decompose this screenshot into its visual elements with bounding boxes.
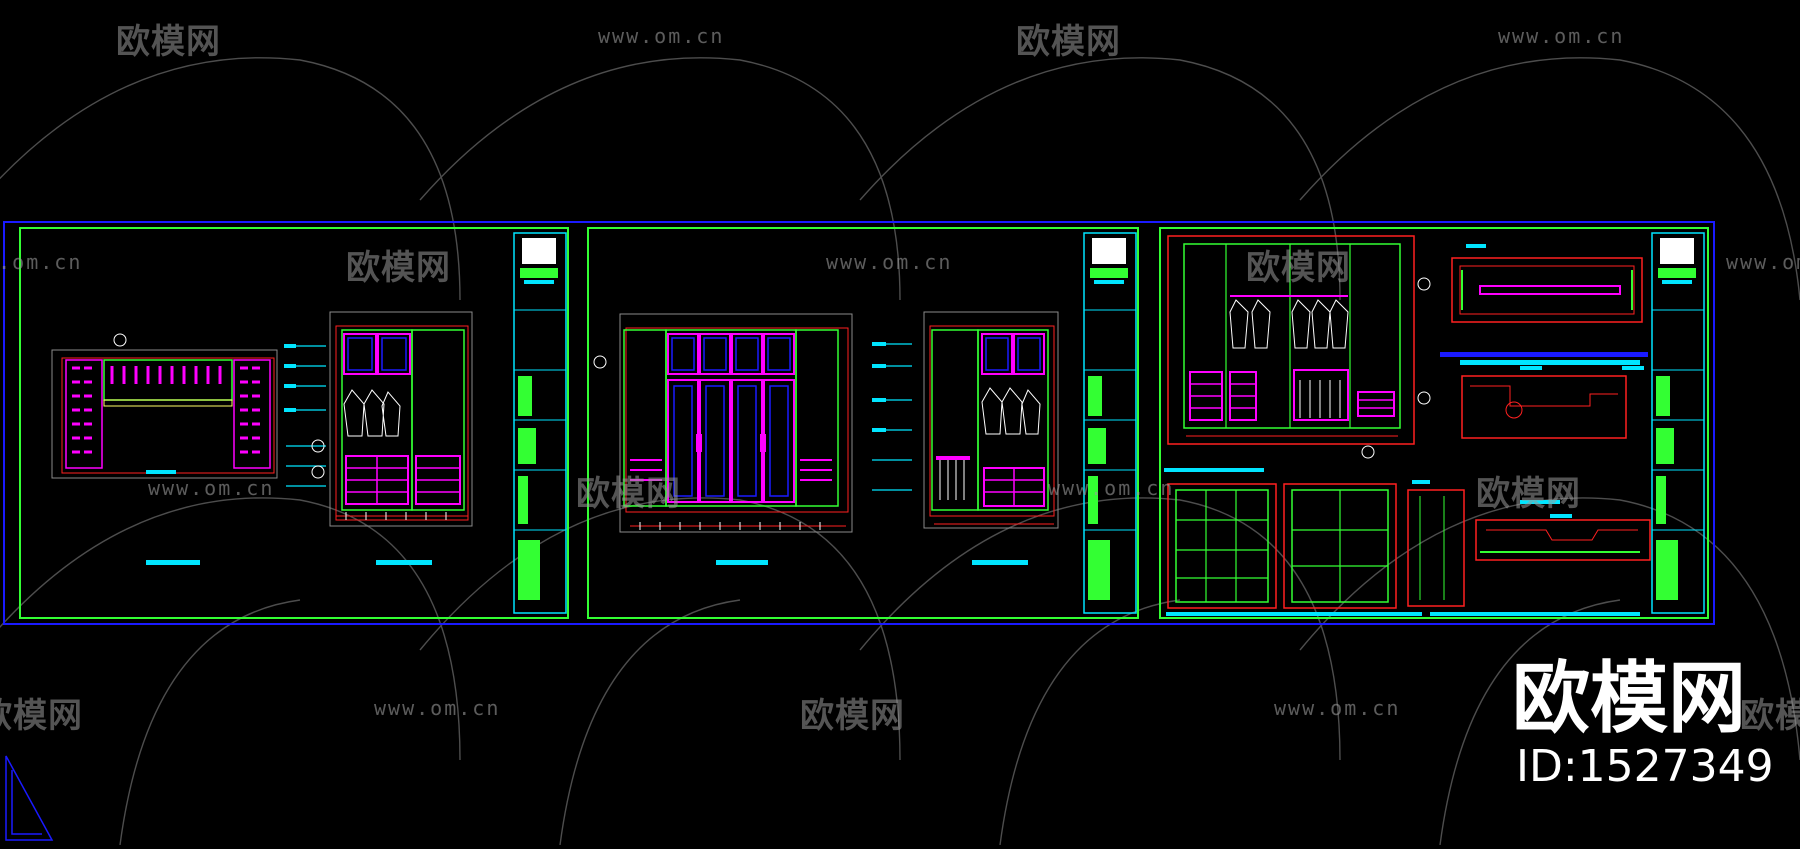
- watermark-url: www.om.cn: [374, 696, 501, 720]
- watermark-url: www.om.cn: [148, 476, 275, 500]
- watermark-url: www.om.cn: [1274, 696, 1401, 720]
- sheet-1-border: [19, 227, 569, 619]
- watermark-url: www.om.cn: [0, 250, 83, 274]
- watermark-url: www.om.cn: [598, 24, 725, 48]
- wardrobe-interior: [1167, 235, 1431, 459]
- watermark-logo: 欧模网: [116, 22, 221, 62]
- sheet-3-title-block: [1651, 232, 1705, 614]
- detail-sections: [1440, 244, 1651, 561]
- sheet-1-label: [146, 560, 200, 565]
- sheet-2-border: [587, 227, 1139, 619]
- watermark-logo: 欧模网: [1740, 696, 1800, 736]
- watermark-url: www.om.cn: [1048, 476, 1175, 500]
- four-door-wardrobe-front: [593, 313, 853, 565]
- watermark-logo: 欧模网: [1016, 22, 1121, 62]
- watermark-url: www.om.cn: [1726, 250, 1800, 274]
- wardrobe-elevation: [284, 311, 473, 565]
- ucs-icon: [5, 755, 54, 841]
- brand-title: 欧模网: [1512, 654, 1747, 744]
- watermark-url: www.om.cn: [826, 250, 953, 274]
- sheet-1[interactable]: [19, 227, 569, 619]
- watermark-logo: 欧模网: [1246, 248, 1351, 288]
- plan-with-drawers: [51, 333, 278, 479]
- watermark-url: www.om.cn: [1498, 24, 1625, 48]
- wardrobe-side-elevation: [872, 311, 1059, 565]
- watermark-logo: 欧模网: [1476, 474, 1581, 514]
- watermark-logo: 欧模网: [0, 696, 83, 736]
- sheet-2-title-block: [1083, 232, 1137, 614]
- door-panel-elevations: [1164, 468, 1640, 616]
- watermark-logo: 欧模网: [346, 248, 451, 288]
- watermark-logo: 欧模网: [576, 474, 681, 514]
- sheet-3[interactable]: [1159, 227, 1709, 619]
- watermark-arcs: [0, 57, 1800, 846]
- brand-id-label: ID:1527349: [1516, 741, 1774, 792]
- sheet-1-title-block: [513, 232, 567, 614]
- sheet-2[interactable]: [587, 227, 1139, 619]
- sheet-3-border: [1159, 227, 1709, 619]
- drawing-frame: [3, 221, 1715, 625]
- watermark-logo: 欧模网: [800, 696, 905, 736]
